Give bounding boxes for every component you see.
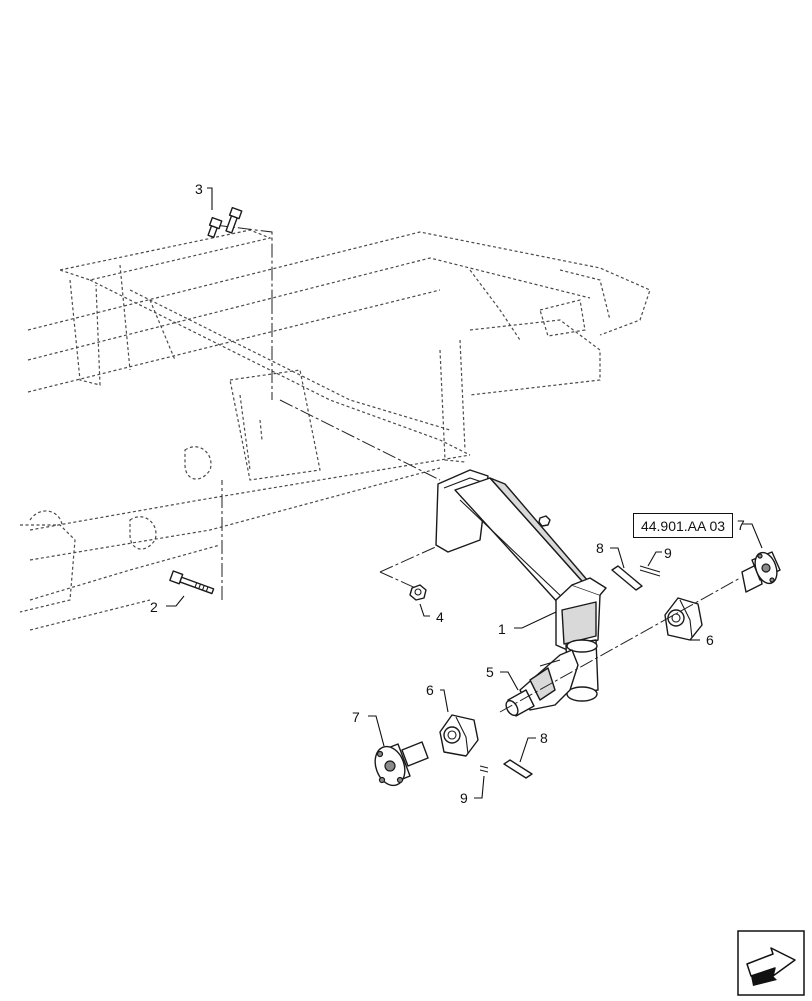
knuckle-part-5 [505, 649, 579, 717]
callout-9-right: 9 [664, 545, 672, 561]
callout-7-right: 7 [737, 517, 745, 533]
callout-5: 5 [486, 664, 494, 680]
callout-6-right: 6 [706, 632, 714, 648]
cotter-part-9-right [639, 565, 661, 577]
callout-1: 1 [498, 621, 506, 637]
callout-labels: 3 2 4 1 5 6 6 7 7 8 8 9 9 [150, 181, 745, 806]
callout-8-right: 8 [596, 540, 604, 556]
callout-8-left: 8 [540, 730, 548, 746]
hub-part-7-left [374, 741, 429, 787]
next-page-arrow-icon[interactable] [737, 930, 805, 996]
callout-3: 3 [195, 181, 203, 197]
callout-4: 4 [436, 609, 444, 625]
frame-outline [19, 224, 651, 631]
bolt-part-3 [207, 206, 243, 239]
clamp-part-6-right [664, 597, 703, 641]
callout-2: 2 [150, 599, 158, 615]
bolt-part-2 [169, 570, 215, 595]
callout-7-left: 7 [352, 709, 360, 725]
leader-lines [166, 187, 763, 799]
callout-6-left: 6 [426, 682, 434, 698]
callout-9-left: 9 [460, 790, 468, 806]
clamp-part-6-left [439, 714, 479, 757]
reference-link[interactable]: 44.901.AA 03 [633, 513, 733, 538]
assembly-axis [499, 577, 741, 713]
pin-part-8-left [503, 759, 533, 779]
hub-part-7-right [741, 551, 781, 593]
pin-part-8-right [611, 565, 643, 591]
nut-part-4 [409, 584, 427, 601]
cotter-part-9-left [479, 765, 489, 773]
arm-tube-part-1 [435, 469, 607, 702]
